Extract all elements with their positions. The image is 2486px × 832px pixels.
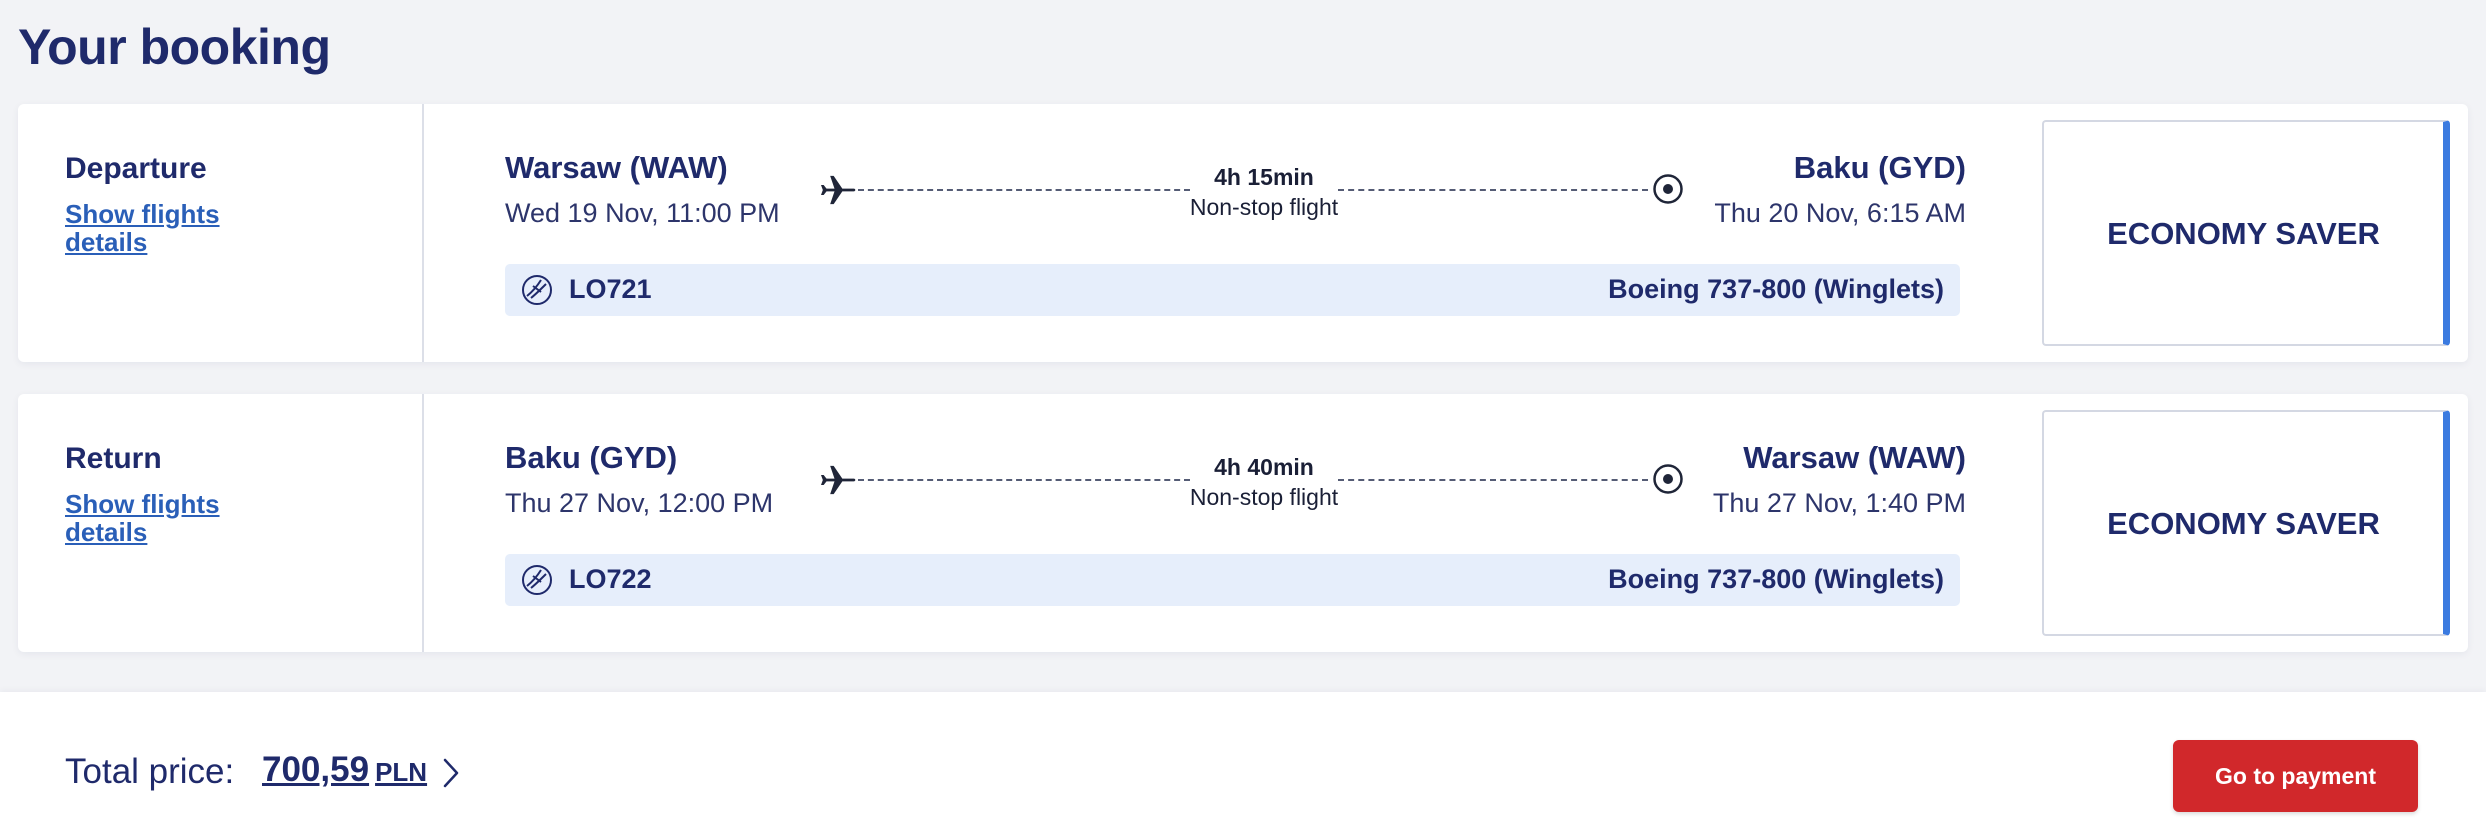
destination-city: Warsaw (WAW) <box>1743 440 1966 475</box>
stops-info: Non-stop flight <box>1189 194 1339 220</box>
destination-city: Baku (GYD) <box>1793 150 1966 185</box>
plane-icon <box>821 465 856 495</box>
aircraft-type: Boeing 737-800 (Winglets) <box>1608 274 1944 304</box>
route-line: 4h 40min Non-stop flight <box>818 444 1688 514</box>
stops-info: Non-stop flight <box>1189 484 1339 510</box>
chevron-right-icon[interactable] <box>440 756 462 790</box>
flight-info-bar: LO722 Boeing 737-800 (Winglets) <box>505 554 1960 606</box>
direction-label: Departure <box>65 152 207 185</box>
go-to-payment-button[interactable]: Go to payment <box>2173 740 2418 812</box>
plane-icon <box>821 175 856 205</box>
origin-city: Baku (GYD) <box>505 440 678 475</box>
flight-info-bar: LO721 Boeing 737-800 (Winglets) <box>505 264 1960 316</box>
fare-label: ECONOMY SAVER <box>2107 216 2380 251</box>
show-flight-details-link[interactable]: Show flights details <box>65 489 220 547</box>
flight-number: LO722 <box>569 564 652 594</box>
total-price-currency: PLN <box>375 757 428 787</box>
flight-number: LO721 <box>569 274 652 304</box>
route-dash-left <box>858 189 1190 191</box>
page-title: Your booking <box>18 19 331 75</box>
destination-target-icon <box>1653 174 1683 204</box>
show-flight-details-link[interactable]: Show flights details <box>65 199 220 257</box>
fare-option[interactable]: ECONOMY SAVER <box>2042 120 2450 346</box>
fare-label: ECONOMY SAVER <box>2107 506 2380 541</box>
flight-card-return: Return Show flights details Baku (GYD) T… <box>18 394 2468 652</box>
origin-datetime: Thu 27 Nov, 12:00 PM <box>505 488 774 518</box>
airline-logo-icon <box>522 275 552 305</box>
route-dash-right <box>1338 189 1648 191</box>
flight-card-departure: Departure Show flights details Warsaw (W… <box>18 104 2468 362</box>
route-line: 4h 15min Non-stop flight <box>818 154 1688 224</box>
route-dash-right <box>1338 479 1648 481</box>
flight-duration: 4h 40min <box>1214 454 1314 480</box>
fare-option[interactable]: ECONOMY SAVER <box>2042 410 2450 636</box>
origin-datetime: Wed 19 Nov, 11:00 PM <box>505 198 780 228</box>
direction-label: Return <box>65 442 162 475</box>
card-left-panel: Departure Show flights details <box>18 104 424 362</box>
origin-city: Warsaw (WAW) <box>505 150 728 185</box>
card-left-panel: Return Show flights details <box>18 394 424 652</box>
total-price-value: 700,59 <box>262 750 370 789</box>
aircraft-type: Boeing 737-800 (Winglets) <box>1608 564 1944 594</box>
flight-duration: 4h 15min <box>1214 164 1314 190</box>
destination-datetime: Thu 20 Nov, 6:15 AM <box>1714 198 1966 228</box>
destination-target-icon <box>1653 464 1683 494</box>
destination-datetime: Thu 27 Nov, 1:40 PM <box>1712 488 1966 518</box>
total-price-label: Total price: <box>65 752 235 791</box>
airline-logo-icon <box>522 565 552 595</box>
route-dash-left <box>858 479 1190 481</box>
